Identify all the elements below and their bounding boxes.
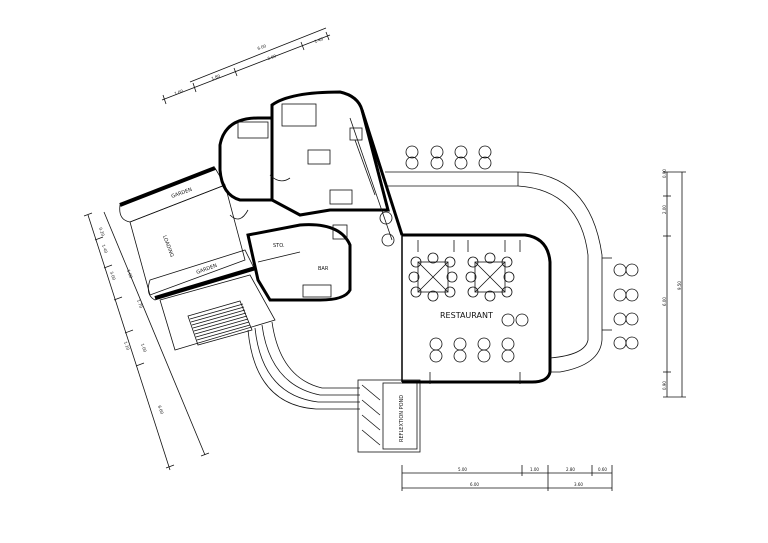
dim-tick	[200, 452, 210, 457]
dim-top-seg1: 1.60	[174, 88, 185, 96]
dim-bottom-a: 5.00	[458, 467, 467, 472]
top-dim-overall-line	[189, 27, 327, 83]
bar-label: BAR	[318, 266, 329, 272]
stairs	[159, 274, 276, 351]
chair	[477, 337, 491, 351]
left-dim-line	[87, 214, 171, 471]
store-label: STO.	[273, 243, 285, 249]
restaurant-tables	[379, 211, 529, 363]
chair	[625, 263, 639, 277]
terrace-right-seating	[613, 263, 639, 350]
dim-tick	[135, 362, 145, 367]
chair	[515, 313, 529, 327]
dimension-labels: 6.00 1.40 1.60 1.80 2.60 0.20 1.40 3.00 …	[98, 36, 682, 487]
bottom-dimension-group	[401, 465, 613, 491]
dim-tick	[94, 236, 104, 241]
dim-left-f: 1.00	[140, 343, 148, 354]
dim-left-g: 1.10	[123, 341, 131, 352]
chair	[454, 156, 468, 170]
chair	[478, 156, 492, 170]
chair	[405, 145, 419, 159]
dim-tick	[233, 67, 238, 77]
garden-bottom-wing	[147, 249, 256, 301]
table-group	[465, 252, 515, 302]
chair	[429, 349, 443, 363]
chair	[381, 233, 395, 247]
dim-right-a: 0.90	[662, 169, 667, 178]
dim-right-d: 0.90	[662, 381, 667, 390]
dim-bottom-b: 1.00	[530, 467, 539, 472]
dim-top-overall: 6.00	[257, 43, 268, 51]
chair	[501, 349, 515, 363]
chair	[405, 156, 419, 170]
reflection-pond	[357, 379, 421, 453]
chair	[613, 263, 627, 277]
dim-tick	[325, 31, 330, 41]
terrace-loop	[385, 171, 612, 373]
chair	[429, 337, 443, 351]
dim-tick	[83, 212, 93, 217]
chair	[478, 145, 492, 159]
dim-bottom-total-left: 6.00	[470, 482, 479, 487]
loading-area	[129, 184, 246, 296]
chair	[453, 349, 467, 363]
chair	[625, 312, 639, 326]
dim-top-right: 1.40	[314, 36, 325, 44]
store-bar-block	[246, 223, 352, 302]
kitchen-block	[218, 90, 390, 220]
dim-right-c: 6.00	[662, 297, 667, 306]
chair	[613, 336, 627, 350]
right-dimension-group	[663, 171, 686, 398]
dim-bottom-total-right: 3.60	[574, 482, 583, 487]
walkway	[247, 321, 360, 410]
dim-tick	[113, 296, 123, 301]
dim-tick	[300, 41, 305, 51]
connector-wall	[349, 109, 404, 241]
left-dim-overall-line	[103, 211, 206, 456]
chair	[379, 211, 393, 225]
dim-tick	[165, 464, 175, 469]
dim-left-d: 1.60	[126, 269, 134, 280]
chair	[453, 337, 467, 351]
dim-left-c: 3.00	[109, 271, 117, 282]
dim-tick	[192, 82, 197, 93]
pond-label: REFLEXTION POND	[399, 395, 405, 442]
terrace-top-seating	[405, 145, 492, 170]
dim-tick	[162, 94, 167, 105]
chair	[625, 336, 639, 350]
dim-bottom-d: 0.60	[598, 467, 607, 472]
dim-top-seg2: 1.80	[211, 73, 222, 81]
chair	[501, 337, 515, 351]
chair	[625, 288, 639, 302]
loading-label: LOADING	[161, 235, 174, 259]
restaurant-hall	[401, 233, 552, 384]
restaurant-label: RESTAURANT	[440, 311, 493, 320]
chair	[430, 156, 444, 170]
chair	[477, 349, 491, 363]
dim-right-b: 2.00	[662, 205, 667, 214]
chair	[613, 288, 627, 302]
garden-top-label: GARDEN	[171, 187, 194, 200]
dim-right-overall: 9.50	[677, 281, 682, 290]
chair	[430, 145, 444, 159]
top-dim-line	[161, 34, 331, 101]
top-dimension-group	[161, 27, 331, 105]
dim-left-e: 1.70	[136, 299, 144, 310]
chair	[501, 313, 515, 327]
left-dimension-group	[83, 211, 210, 471]
dim-left-a: 0.20	[98, 227, 106, 238]
table-group	[408, 252, 458, 302]
chair	[613, 312, 627, 326]
dim-tick	[103, 264, 113, 269]
chair	[454, 145, 468, 159]
dim-top-seg3: 2.60	[267, 53, 278, 61]
dim-tick	[124, 329, 134, 334]
dim-left-b: 1.40	[101, 244, 109, 255]
room-labels: RESTAURANT BAR STO. GARDEN LOADING GARDE…	[161, 187, 493, 442]
dim-left-overall: 6.60	[157, 405, 165, 416]
dim-bottom-c: 2.80	[566, 467, 575, 472]
